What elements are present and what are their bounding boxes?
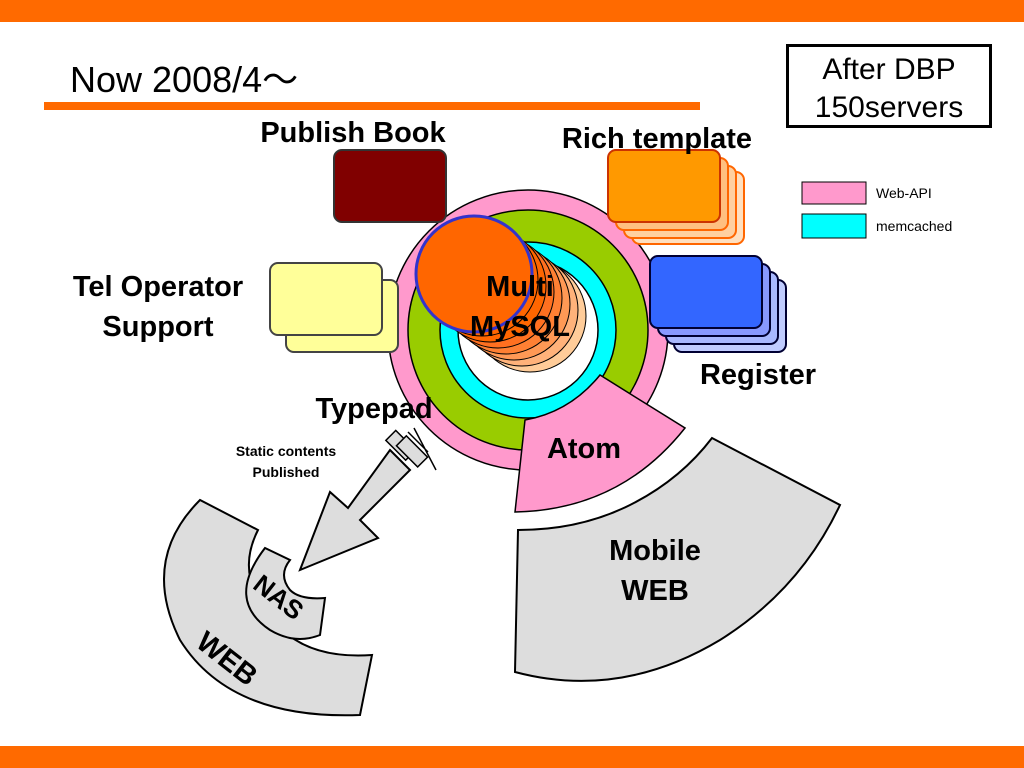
after-dbp-line: After DBP [822, 53, 956, 86]
typepad-label: Typepad [315, 393, 432, 425]
legend-label-web-api: Web-API [876, 185, 932, 201]
legend-swatch-memcached [801, 213, 867, 239]
legend-label-memcached: memcached [876, 218, 952, 234]
mysql-label: MySQL [470, 311, 570, 343]
rich-template-label: Rich template [562, 123, 752, 155]
slide-title: Now 2008/4～ [70, 59, 299, 100]
publish-book-box [333, 149, 447, 223]
multi-mysql-discs [414, 214, 587, 373]
after-dbp-box: After DBP 150servers [786, 44, 992, 128]
server-count-line: 150servers [814, 91, 964, 124]
nas-sector [245, 546, 327, 640]
publish-book-label: Publish Book [260, 117, 446, 149]
register-boxes [649, 255, 787, 353]
mobile-web-label: WEB [621, 575, 689, 607]
published-label: Published [253, 464, 320, 480]
static-contents-arrow [298, 427, 437, 572]
top-accent-bar [0, 0, 1024, 22]
static-contents-label: Static contents [236, 443, 337, 459]
register-label: Register [700, 359, 816, 391]
rich-template-boxes [607, 149, 745, 245]
tel-operator-support-label: Support [102, 311, 213, 343]
title-underline [44, 102, 700, 110]
bottom-accent-bar [0, 746, 1024, 768]
tel-operator-label: Tel Operator [73, 271, 243, 303]
mobile-web-sector [513, 436, 842, 682]
multi-label: Multi [486, 271, 554, 303]
legend-swatch-web-api [801, 181, 867, 205]
mobile-label: Mobile [609, 535, 701, 567]
atom-wedge [514, 374, 687, 513]
tel-operator-boxes [269, 262, 399, 353]
atom-label: Atom [547, 433, 621, 465]
